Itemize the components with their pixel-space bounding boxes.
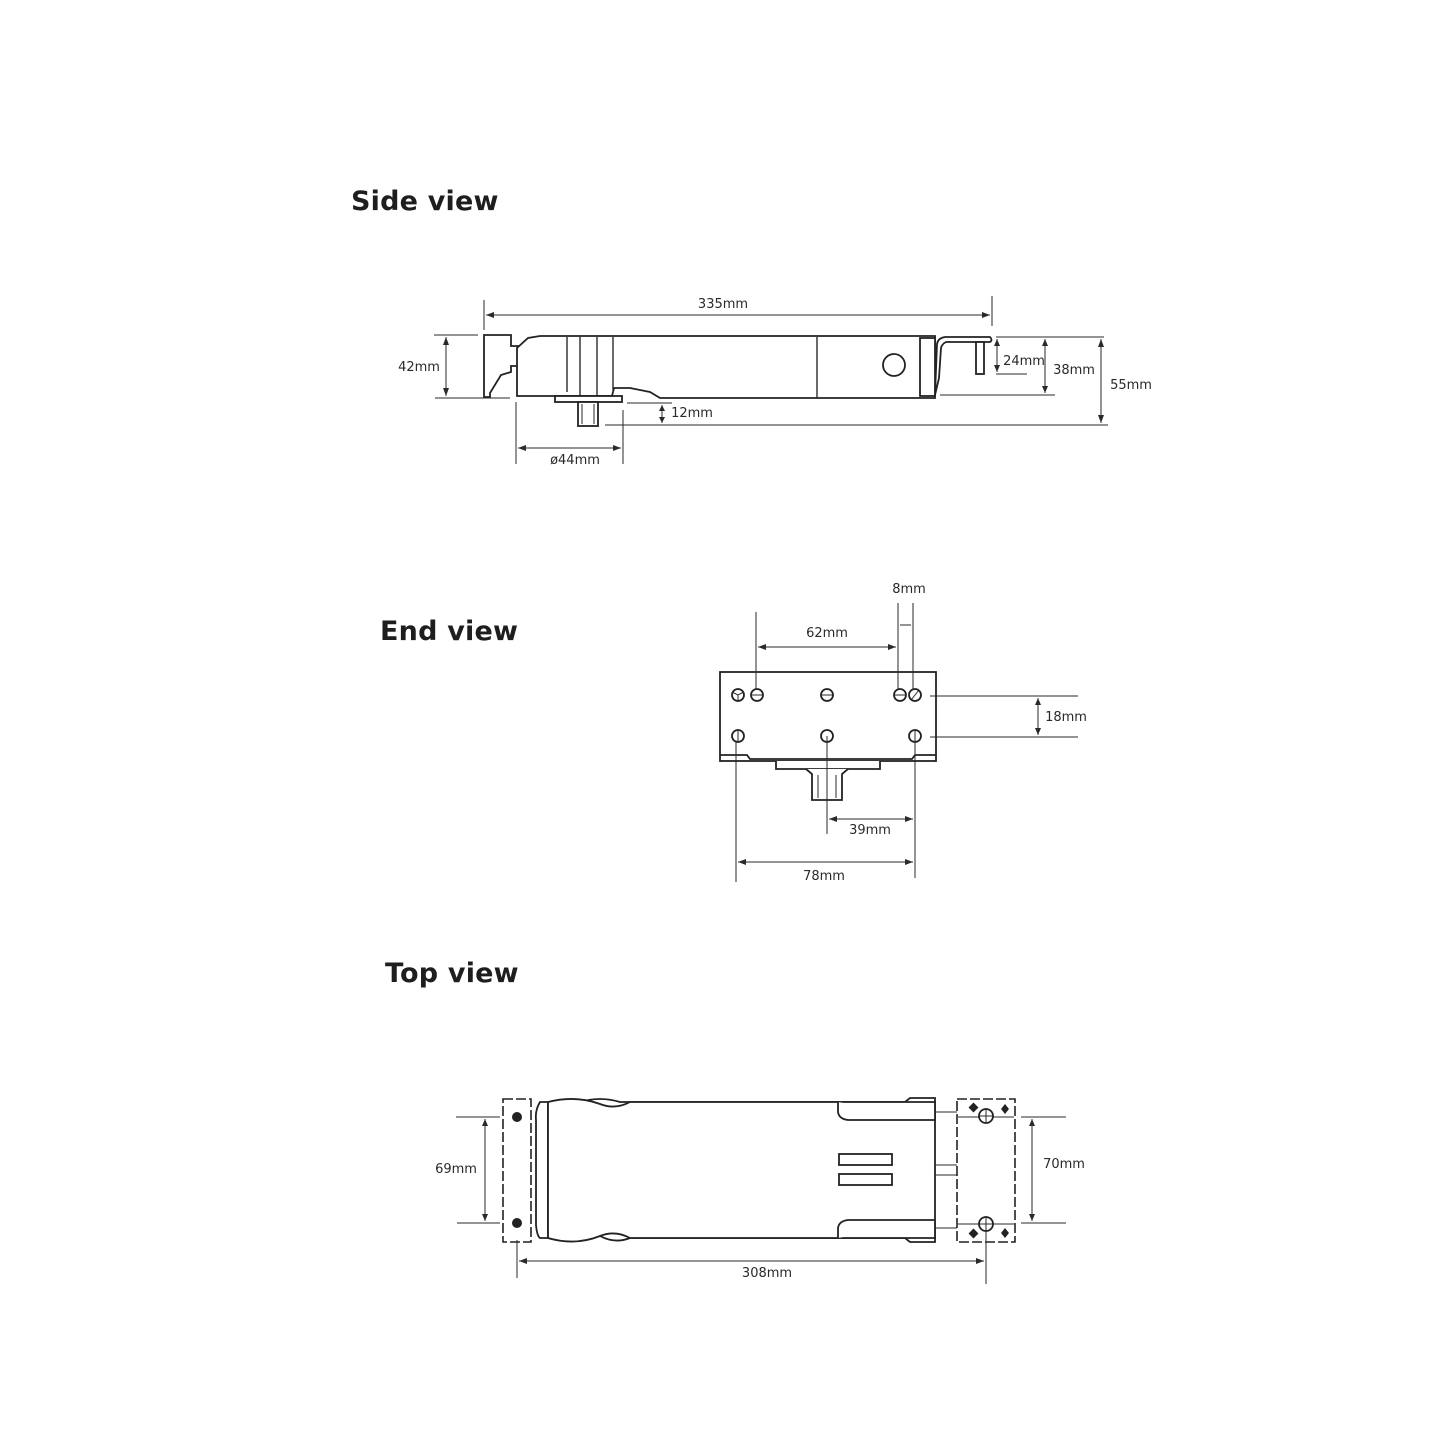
dim-bottom-hole-spacing: 78mm: [803, 869, 845, 884]
side-view-dimensions: 335mm 42mm 12mm ø44mm 24mm 38mm: [398, 296, 1152, 468]
top-view-drawing: [502, 1097, 1016, 1243]
dim-spindle-to-hole: 39mm: [849, 823, 891, 838]
screw-holes-top-row: [731, 688, 922, 702]
dim-hole-to-hole-length: 308mm: [742, 1266, 792, 1281]
dim-arm-height: 38mm: [1053, 363, 1095, 378]
dim-total-height: 55mm: [1110, 378, 1152, 393]
side-view-drawing: [483, 334, 993, 427]
top-view-dimensions: 69mm 70mm 308mm: [435, 1116, 1085, 1284]
dim-spindle-offset: ø44mm: [550, 453, 600, 468]
end-view-dimensions: 62mm 8mm 18mm 39mm 78mm: [735, 582, 1087, 884]
dim-arm-drop: 24mm: [1003, 354, 1045, 369]
dim-overall-length: 335mm: [698, 297, 748, 312]
dim-row-spacing: 18mm: [1045, 710, 1087, 725]
dim-body-height: 42mm: [398, 360, 440, 375]
dim-right-plate-holes: 70mm: [1043, 1157, 1085, 1172]
screw-holes-bottom-row: [731, 729, 922, 743]
dim-hole-gap: 8mm: [892, 582, 926, 597]
end-view-title: End view: [380, 616, 519, 647]
side-view-title: Side view: [351, 186, 499, 217]
dim-left-plate-holes: 69mm: [435, 1162, 477, 1177]
dim-hole-spacing: 62mm: [806, 626, 848, 641]
end-view-drawing: [719, 671, 937, 801]
top-view-title: Top view: [385, 958, 519, 989]
dim-spindle: 12mm: [671, 406, 713, 421]
